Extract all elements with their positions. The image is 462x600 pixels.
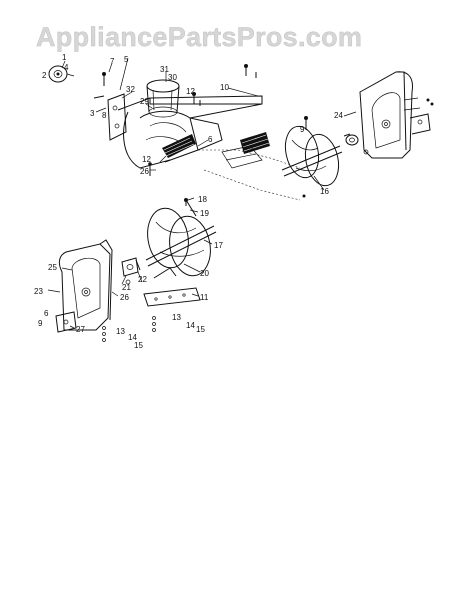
- callout-15: 15: [134, 341, 143, 350]
- callout-10: 10: [220, 83, 229, 92]
- callout-8: 8: [102, 111, 107, 120]
- callout-9: 9: [300, 125, 305, 134]
- callout-6: 6: [208, 135, 213, 144]
- right-auger-part: [281, 125, 343, 198]
- callout-24: 24: [334, 111, 343, 120]
- pulley-part: [48, 65, 75, 83]
- scraper-bar-part: [143, 287, 201, 307]
- callout-6b: 6: [44, 309, 49, 318]
- left-side-plate-part: [55, 239, 139, 333]
- callout-26: 26: [140, 167, 149, 176]
- callout-23: 23: [34, 287, 43, 296]
- callout-2: 2: [42, 71, 47, 80]
- watermark-text: AppliancePartsPros.com: [36, 22, 362, 52]
- callout-14b: 14: [186, 321, 195, 330]
- auger-shaft-dashed: [198, 149, 301, 201]
- callout-16: 16: [320, 187, 329, 196]
- callout-13: 13: [116, 327, 125, 336]
- callout-21: 21: [122, 283, 131, 292]
- callout-12: 12: [186, 87, 195, 96]
- hardware-fasteners: [93, 64, 351, 342]
- callout-29: 29: [140, 97, 149, 106]
- gearbox-part: [221, 132, 270, 169]
- callout-18: 18: [198, 195, 207, 204]
- callout-14: 14: [128, 333, 137, 342]
- callout-27: 27: [76, 325, 85, 334]
- callout-17: 17: [214, 241, 223, 250]
- callout-30: 30: [168, 73, 177, 82]
- gear-case-part: [162, 134, 196, 158]
- callout-12b: 12: [142, 155, 151, 164]
- right-side-plate-part: [345, 71, 434, 159]
- callout-31: 31: [160, 65, 169, 74]
- callout-22: 22: [138, 275, 147, 284]
- callout-32: 32: [126, 85, 135, 94]
- callout-9b: 9: [38, 319, 43, 328]
- callout-25: 25: [48, 263, 57, 272]
- callout-1: 1: [62, 53, 67, 62]
- callout-13b: 13: [172, 313, 181, 322]
- leader-lines: [47, 57, 357, 329]
- callout-20: 20: [200, 269, 209, 278]
- callout-7: 7: [110, 57, 115, 66]
- callout-3: 3: [90, 109, 95, 118]
- callout-19: 19: [200, 209, 209, 218]
- left-auger-part: [145, 199, 217, 279]
- callout-4: 4: [64, 63, 69, 72]
- callout-11: 11: [200, 293, 209, 302]
- callout-5: 5: [124, 55, 129, 64]
- callout-15b: 15: [196, 325, 205, 334]
- auger-housing-part: [107, 93, 263, 169]
- callout-26b: 26: [120, 293, 129, 302]
- callout-labels: 1 2 4 3 5 7 8 32 29 31 30 12 10 6 12 26 …: [34, 53, 343, 350]
